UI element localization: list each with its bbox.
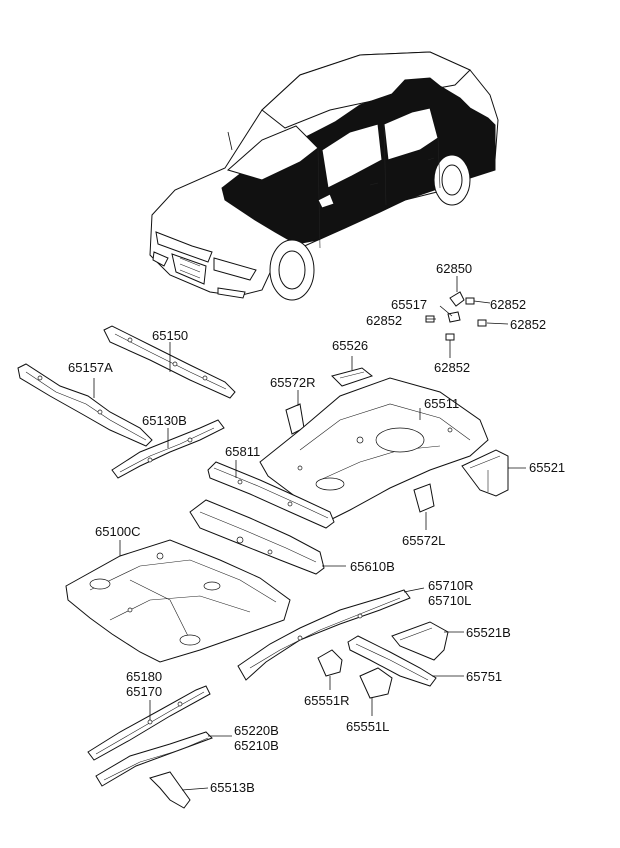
label-65150: 65150 bbox=[152, 328, 188, 343]
label-62850: 62850 bbox=[436, 261, 472, 276]
part-65521-panel bbox=[461, 449, 526, 497]
label-65811: 65811 bbox=[225, 444, 260, 459]
label-65526: 65526 bbox=[332, 338, 368, 353]
car-illustration bbox=[149, 51, 499, 301]
part-65130b-rail bbox=[111, 419, 225, 479]
label-65610b: 65610B bbox=[350, 559, 395, 574]
label-65130b: 65130B bbox=[142, 413, 187, 428]
label-62852-left: 62852 bbox=[366, 313, 402, 328]
part-65572r-bracket bbox=[285, 390, 305, 435]
part-65811-crossmember bbox=[207, 460, 335, 529]
label-65513b: 65513B bbox=[210, 780, 255, 795]
label-65180: 65180 bbox=[126, 669, 162, 684]
part-65100c-front-floor bbox=[65, 539, 291, 663]
label-65100c: 65100C bbox=[95, 524, 141, 539]
part-65551r-bracket bbox=[317, 649, 343, 690]
label-65551r: 65551R bbox=[304, 693, 350, 708]
part-65521b-bracket bbox=[391, 621, 464, 661]
label-65751: 65751 bbox=[466, 669, 502, 684]
label-65521b: 65521B bbox=[466, 625, 511, 640]
part-65610b-crossmember bbox=[189, 499, 346, 575]
label-65210b: 65210B bbox=[234, 738, 279, 753]
part-65511-rear-floor bbox=[259, 377, 489, 521]
label-65551l: 65551L bbox=[346, 719, 389, 734]
part-65551l-bracket bbox=[359, 667, 393, 716]
part-65180-sill bbox=[87, 685, 211, 761]
label-65220b: 65220B bbox=[234, 723, 279, 738]
part-65572l-bracket bbox=[413, 483, 435, 530]
label-65511: 65511 bbox=[424, 396, 459, 411]
label-65572r: 65572R bbox=[270, 375, 316, 390]
label-65170: 65170 bbox=[126, 684, 162, 699]
label-65157a: 65157A bbox=[68, 360, 113, 375]
part-65513b-bracket bbox=[149, 771, 209, 809]
label-62852-right-top: 62852 bbox=[490, 297, 526, 312]
part-65220b-sill bbox=[95, 731, 232, 787]
label-65521: 65521 bbox=[529, 460, 565, 475]
part-65150-rail bbox=[103, 325, 236, 399]
part-65526-bracket bbox=[331, 356, 374, 387]
label-62852-right: 62852 bbox=[510, 317, 546, 332]
part-labels: 62850 65517 62852 62852 62852 62852 6515… bbox=[68, 261, 565, 795]
label-62852-bottom: 62852 bbox=[434, 360, 470, 375]
label-65710l: 65710L bbox=[428, 593, 471, 608]
label-65572l: 65572L bbox=[402, 533, 445, 548]
part-65751-member bbox=[347, 635, 464, 687]
label-65710r: 65710R bbox=[428, 578, 474, 593]
label-65517: 65517 bbox=[391, 297, 427, 312]
part-65710-side-member bbox=[237, 587, 425, 681]
part-65157a-rail bbox=[17, 363, 153, 447]
plug-parts-group bbox=[425, 276, 509, 358]
